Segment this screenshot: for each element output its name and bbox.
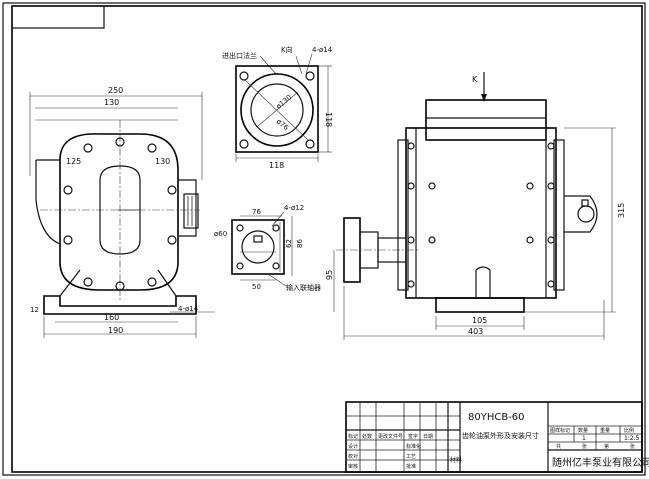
dim-315: 315 [617, 203, 626, 218]
dim-190: 190 [108, 326, 123, 335]
left-header-count: 处数 [362, 433, 372, 440]
right-header-weight: 重量 [600, 427, 610, 434]
right-header-mark: 图样标记 [550, 427, 570, 434]
dim-118-h: 118 [269, 161, 284, 170]
inlet-flange-label: 进出口法兰 [222, 51, 257, 60]
right-value-qty: 1 [582, 435, 586, 442]
row-approve: 批准 [406, 463, 416, 470]
flange-view: 进出口法兰 K向 4-ø14 ø130 ø76 118 118 [222, 45, 333, 170]
dim-86: 86 [296, 239, 304, 248]
drawing-subtitle: 齿轮油泵外形及安装尺寸 [462, 431, 539, 440]
sheet-index: 第 [604, 443, 609, 450]
view-k-label: K向 [281, 45, 293, 54]
row-standard: 标准化 [406, 443, 421, 450]
sheet-index-unit: 张 [630, 443, 635, 450]
inner-border [11, 5, 643, 473]
dim-r125: 125 [66, 157, 81, 166]
row-design: 设计 [348, 443, 358, 450]
right-value-scale: 1:2.5 [624, 435, 640, 442]
row-check: 校对 [348, 453, 358, 460]
dim-base-bolts: 4-ø14 [178, 305, 199, 313]
flange-bolts: 4-ø14 [312, 46, 333, 54]
row-process: 工艺 [406, 454, 416, 460]
dim-62: 62 [285, 239, 293, 248]
shaft-flange-view: 76 4-ø12 ø60 62 86 50 输入联轴器 [214, 204, 321, 292]
right-header-scale: 比例 [624, 427, 634, 434]
dim-403: 403 [468, 327, 483, 336]
right-header-qty: 数量 [578, 427, 588, 434]
dim-r130: 130 [155, 157, 170, 166]
dim-130-top: 130 [104, 98, 119, 107]
dim-250: 250 [108, 86, 123, 95]
model-number: 80YHCB-60 [468, 412, 525, 423]
dim-160: 160 [104, 313, 119, 322]
dim-phi60: ø60 [214, 230, 227, 238]
side-view: 250 130 125 130 12 160 [29, 86, 215, 338]
k-arrow-label: K [472, 75, 478, 84]
left-header-mark: 标记 [348, 433, 358, 440]
left-header-change-doc: 更改文件号 [378, 433, 403, 440]
left-header-date: 日期 [423, 434, 433, 440]
small-bolts: 4-ø12 [284, 204, 304, 212]
dim-76-small: 76 [252, 208, 261, 216]
dim-phi130: ø130 [275, 93, 294, 110]
sheet-total: 共 [556, 443, 561, 450]
dim-95: 95 [325, 270, 334, 280]
material-label: 材料 [450, 456, 462, 464]
dim-118-v: 118 [324, 112, 333, 127]
front-view: K 315 95 [325, 72, 626, 340]
row-review: 审核 [348, 463, 358, 470]
motor-shaft-label: 输入联轴器 [286, 283, 321, 292]
company-name: 随州亿丰泵业有限公司 [552, 456, 649, 469]
dim-105: 105 [472, 316, 487, 325]
left-header-sign: 签字 [408, 433, 418, 440]
corner-label-box [11, 5, 105, 29]
dim-12-side: 12 [30, 306, 39, 314]
dim-phi76: ø76 [275, 117, 291, 132]
dim-50: 50 [252, 283, 261, 291]
sheet-total-unit: 张 [582, 443, 587, 450]
title-block [345, 401, 643, 473]
